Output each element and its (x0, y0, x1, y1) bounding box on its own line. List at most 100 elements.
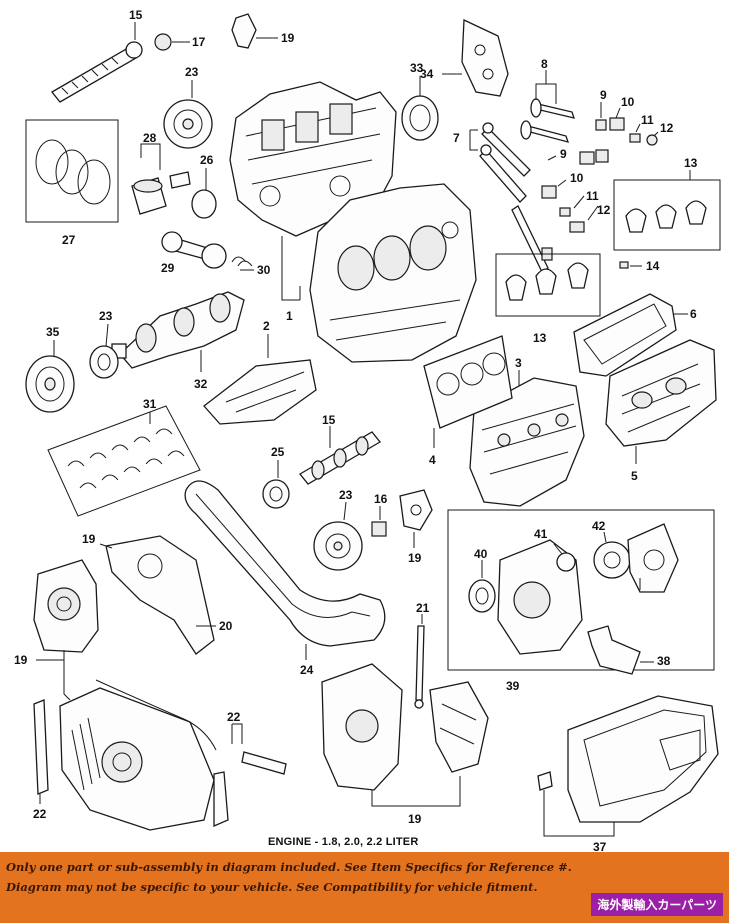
callout-26: 26 (200, 153, 214, 167)
part-rod-bearing (231, 256, 253, 267)
part-head-gasket (423, 335, 513, 429)
callout-12a: 12 (660, 121, 674, 135)
part-rocker-arms-right (613, 179, 721, 251)
part-outer-timing-cover (59, 687, 215, 831)
callout-32: 32 (194, 377, 208, 391)
callout-10b: 10 (570, 171, 584, 185)
part-seal (401, 95, 439, 141)
part-engine-block-upper (229, 81, 397, 237)
callout-2: 2 (263, 319, 270, 333)
diagram-caption: ENGINE - 1.8, 2.0, 2.2 LITER (268, 836, 419, 848)
callout-23a: 23 (185, 65, 199, 79)
part-fitting-top (231, 13, 257, 49)
callout-11b: 11 (586, 189, 599, 203)
part-piston (131, 171, 191, 215)
part-gasket-top (461, 18, 509, 97)
callout-17: 17 (192, 35, 206, 49)
callout-10a: 10 (621, 95, 635, 109)
part-piston-rings (25, 119, 119, 223)
part-rear-covers (321, 663, 489, 791)
callout-23c: 23 (339, 488, 353, 502)
callout-13b: 13 (533, 331, 547, 345)
part-oil-baffle (203, 359, 317, 425)
callout-18: 19 (281, 31, 295, 45)
callout-13a: 13 (684, 156, 698, 170)
part-camshaft (299, 431, 381, 485)
part-bushing (191, 189, 217, 219)
part-timing-belt (184, 480, 386, 647)
callout-21: 21 (416, 601, 430, 615)
part-inner-timing-cover (105, 535, 215, 655)
callout-20: 20 (219, 619, 233, 633)
callout-1: 1 (286, 309, 293, 323)
part-left-cover (33, 559, 99, 653)
callout-30: 30 (257, 263, 271, 277)
callout-40: 41 (534, 527, 548, 541)
part-crank-sprocket (89, 345, 119, 379)
callout-7: 7 (453, 131, 460, 145)
part-engine-block-lower (309, 183, 477, 363)
part-pulley-top (163, 99, 213, 149)
part-crank-pulley (25, 355, 75, 413)
callout-31: 31 (143, 397, 157, 411)
part-plug (154, 33, 172, 51)
part-cover-bracket-right (213, 751, 287, 827)
part-oil-pan (567, 695, 719, 823)
callout-5: 5 (631, 469, 638, 483)
callout-19c: 19 (14, 653, 28, 667)
callout-41: 42 (592, 519, 606, 533)
callout-18b: 19 (408, 551, 422, 565)
part-tensioner (399, 489, 433, 531)
part-cylinder-head (469, 377, 585, 507)
callout-25: 25 (271, 445, 285, 459)
callout-35: 35 (46, 325, 60, 339)
part-valve-cover-gasket (573, 293, 677, 377)
callout-29: 29 (161, 261, 175, 275)
callout-33: 33 (410, 61, 424, 75)
part-drain-plug (537, 771, 553, 791)
part-spacer (371, 521, 387, 537)
part-left-bracket (33, 699, 49, 795)
exploded-engine-diagram: 15 17 19 23 27 28 26 (14, 8, 721, 837)
part-dipstick (414, 625, 425, 709)
part-valve-cover (605, 339, 717, 447)
part-pin (619, 261, 629, 269)
part-valve-stems (511, 205, 553, 273)
part-cam-sprocket (313, 521, 363, 571)
callout-6: 6 (690, 307, 697, 321)
callout-14: 14 (646, 259, 660, 273)
part-oil-pump-assembly (447, 509, 715, 671)
callout-9a: 9 (600, 88, 607, 102)
import-parts-badge: 海外製輸入カーパーツ (591, 893, 723, 916)
callout-24: 24 (300, 663, 314, 677)
part-crankshaft (111, 291, 245, 369)
disclaimer-line-1: Only one part or sub-assembly in diagram… (6, 860, 572, 874)
callout-3: 3 (515, 356, 522, 370)
callout-16: 16 (374, 492, 388, 506)
callout-4: 4 (429, 453, 436, 467)
disclaimer-banner: Only one part or sub-assembly in diagram… (0, 852, 729, 923)
part-cam-seal (262, 479, 290, 509)
part-bolt-top-left (51, 41, 143, 103)
part-oil-pickup (587, 625, 641, 675)
callout-12b: 12 (597, 203, 611, 217)
callout-22a: 22 (33, 807, 47, 821)
callout-27: 27 (62, 233, 76, 247)
callout-28: 28 (143, 131, 157, 145)
callout-39: 40 (474, 547, 488, 561)
part-valve-springs-lower (541, 149, 609, 233)
part-valve-springs-upper (595, 117, 658, 146)
callout-34: 34 (420, 67, 434, 81)
callout-8: 8 (541, 57, 548, 71)
callout-38: 39 (506, 679, 520, 693)
part-rocker-arms-left (495, 253, 601, 317)
part-connecting-rod (161, 231, 227, 269)
disclaimer-line-2: Diagram may not be specific to your vehi… (6, 880, 538, 894)
callout-11a: 11 (641, 113, 654, 127)
part-cover-gasket-strip (95, 679, 217, 751)
callout-22b: 22 (227, 710, 241, 724)
callout-15: 15 (129, 8, 143, 22)
callout-9b: 9 (560, 147, 567, 161)
part-main-bearings (47, 405, 201, 517)
part-lifters (479, 122, 531, 203)
